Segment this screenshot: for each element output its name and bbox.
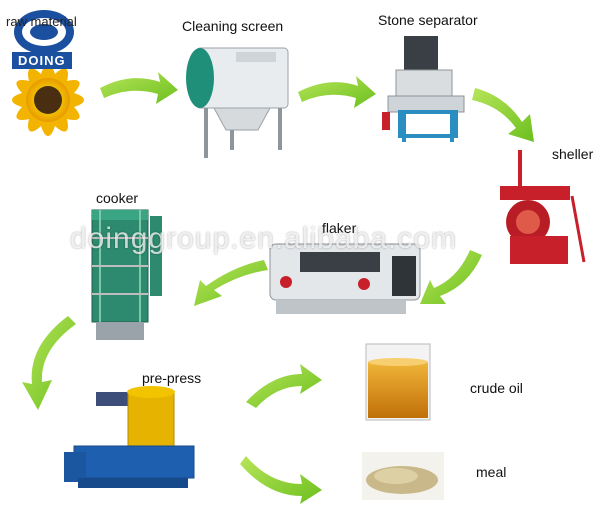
label-crude-oil: crude oil — [470, 380, 523, 396]
label-cleaning-screen: Cleaning screen — [182, 18, 284, 34]
label-sheller: sheller — [552, 146, 594, 162]
meal-image — [362, 452, 444, 500]
flaker-machine — [269, 243, 421, 314]
stone-separator-machine — [382, 36, 465, 142]
label-meal: meal — [476, 464, 507, 480]
logo-emblem-icon — [14, 10, 74, 54]
label-raw-material: raw material — [6, 14, 77, 29]
arrow-prepress-to-meal — [240, 456, 322, 504]
doing-logo — [8, 6, 80, 72]
cleaning-screen-machine — [186, 47, 289, 158]
label-stone-separator: Stone separator — [378, 12, 478, 28]
arrow-stone-to-sheller — [472, 88, 534, 142]
arrow-cleaning-to-stone — [298, 76, 376, 108]
watermark-text: doinggroup.en.alibaba.com — [70, 222, 457, 255]
label-cooker: cooker — [96, 190, 139, 206]
label-pre-press: pre-press — [142, 370, 202, 386]
pre-press-machine — [64, 386, 195, 488]
label-flaker: flaker — [322, 220, 357, 236]
arrow-cooker-to-prepress — [22, 316, 76, 410]
sheller-machine — [500, 150, 586, 264]
arrow-raw-to-cleaning — [100, 72, 178, 104]
crude-oil-beaker — [365, 343, 431, 421]
cooker-machine — [91, 209, 162, 340]
arrow-flaker-to-cooker — [194, 260, 268, 306]
logo-brand-text: DOING — [12, 52, 72, 69]
sunflower-image — [12, 64, 84, 136]
arrow-sheller-to-flaker — [420, 250, 482, 304]
arrow-prepress-to-oil — [246, 364, 322, 408]
